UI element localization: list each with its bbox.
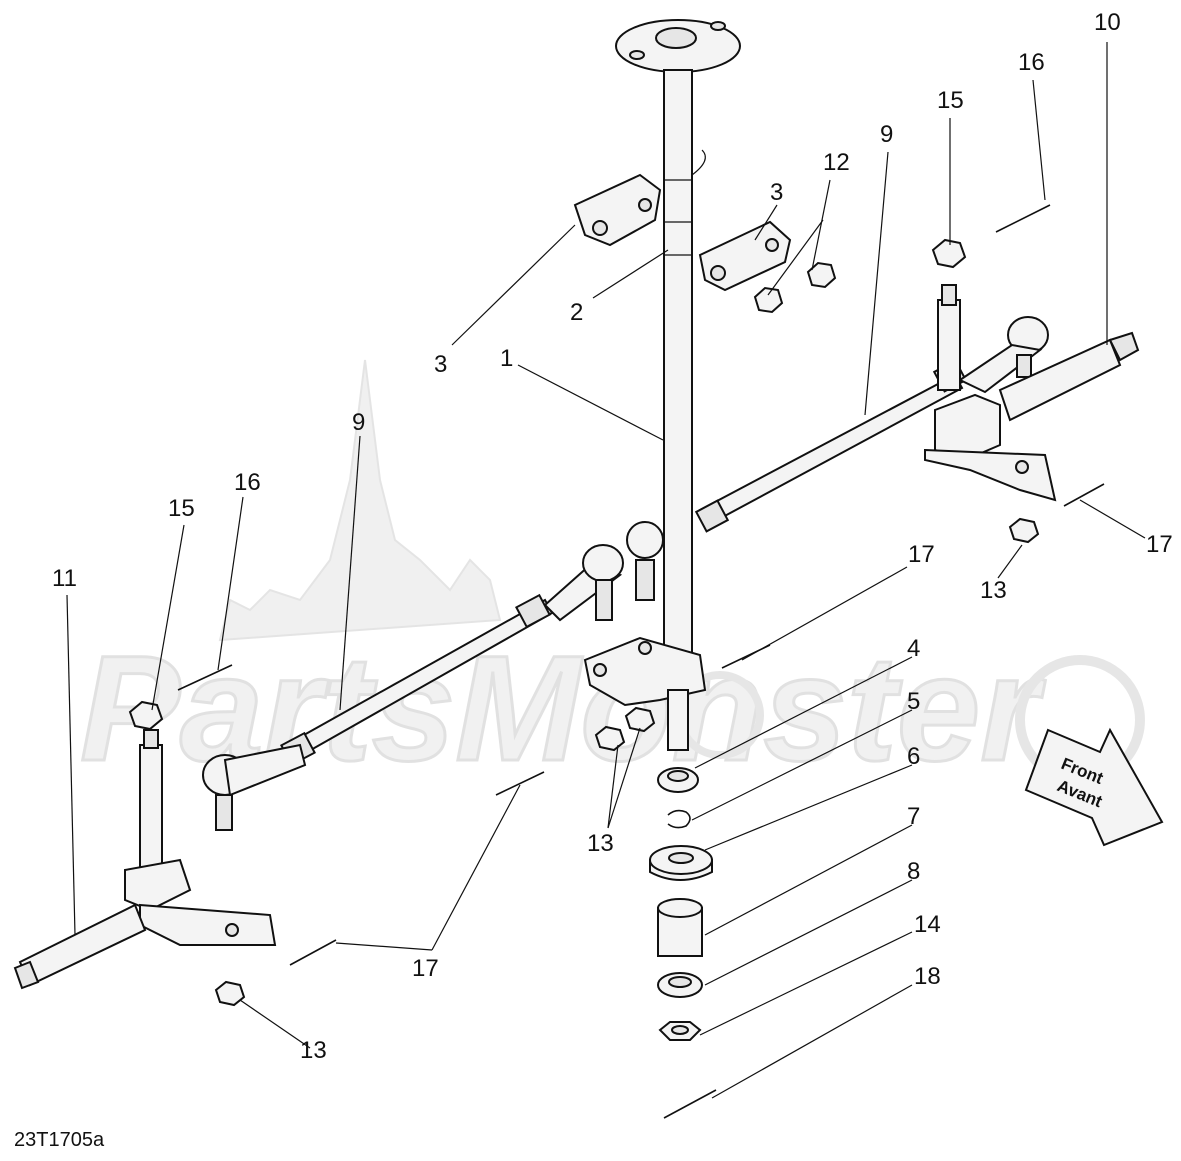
front-direction-arrow: Front Avant: [1024, 727, 1164, 847]
callouts: 10 16 15 9 12 3 2 3 1 9 16 15 11 17 17 1…: [52, 9, 1173, 1064]
callout-3-left: 3: [434, 351, 447, 378]
callout-7: 7: [907, 803, 920, 830]
callout-3-right: 3: [770, 179, 783, 206]
castle-nut-left: [128, 700, 164, 731]
spindle-left: [13, 729, 277, 990]
spindle-right: [924, 284, 1140, 502]
lock-nuts: [753, 261, 837, 314]
callout-1: 1: [500, 345, 513, 372]
tie-rod-right: [626, 316, 1049, 601]
callout-16-right: 16: [1018, 49, 1045, 76]
callout-13-right: 13: [980, 577, 1007, 604]
callout-14: 14: [914, 911, 941, 938]
callout-17-middle: 17: [908, 541, 935, 568]
clamp-bracket-right: [698, 220, 792, 292]
figure-caption: 23T1705a: [14, 1129, 105, 1151]
steering-column: [615, 19, 741, 676]
castle-nut-right: [931, 238, 967, 269]
callout-12: 12: [823, 149, 850, 176]
callout-13-center: 13: [587, 830, 614, 857]
callout-6: 6: [907, 743, 920, 770]
callout-11: 11: [52, 565, 77, 592]
clamp-bracket-left: [573, 173, 662, 247]
tie-rod-left: [202, 544, 624, 831]
leader-lines: [66, 42, 1146, 1099]
callout-17-left: 17: [412, 955, 439, 982]
callout-15-right: 15: [937, 87, 964, 114]
callout-4: 4: [907, 635, 920, 662]
callout-5: 5: [907, 688, 920, 715]
callout-16-left: 16: [234, 469, 261, 496]
callout-8: 8: [907, 858, 920, 885]
callout-2: 2: [570, 299, 583, 326]
callout-10: 10: [1094, 9, 1121, 36]
callout-17-right: 17: [1146, 531, 1173, 558]
callout-13-left: 13: [300, 1037, 327, 1064]
callout-9-right: 9: [880, 121, 893, 148]
bearing-stack: [649, 767, 713, 1041]
callout-9-left: 9: [352, 409, 365, 436]
callout-15-left: 15: [168, 495, 195, 522]
flange-nuts: [214, 517, 1040, 1007]
steering-arm-bracket: [583, 636, 707, 751]
callout-18: 18: [914, 963, 941, 990]
